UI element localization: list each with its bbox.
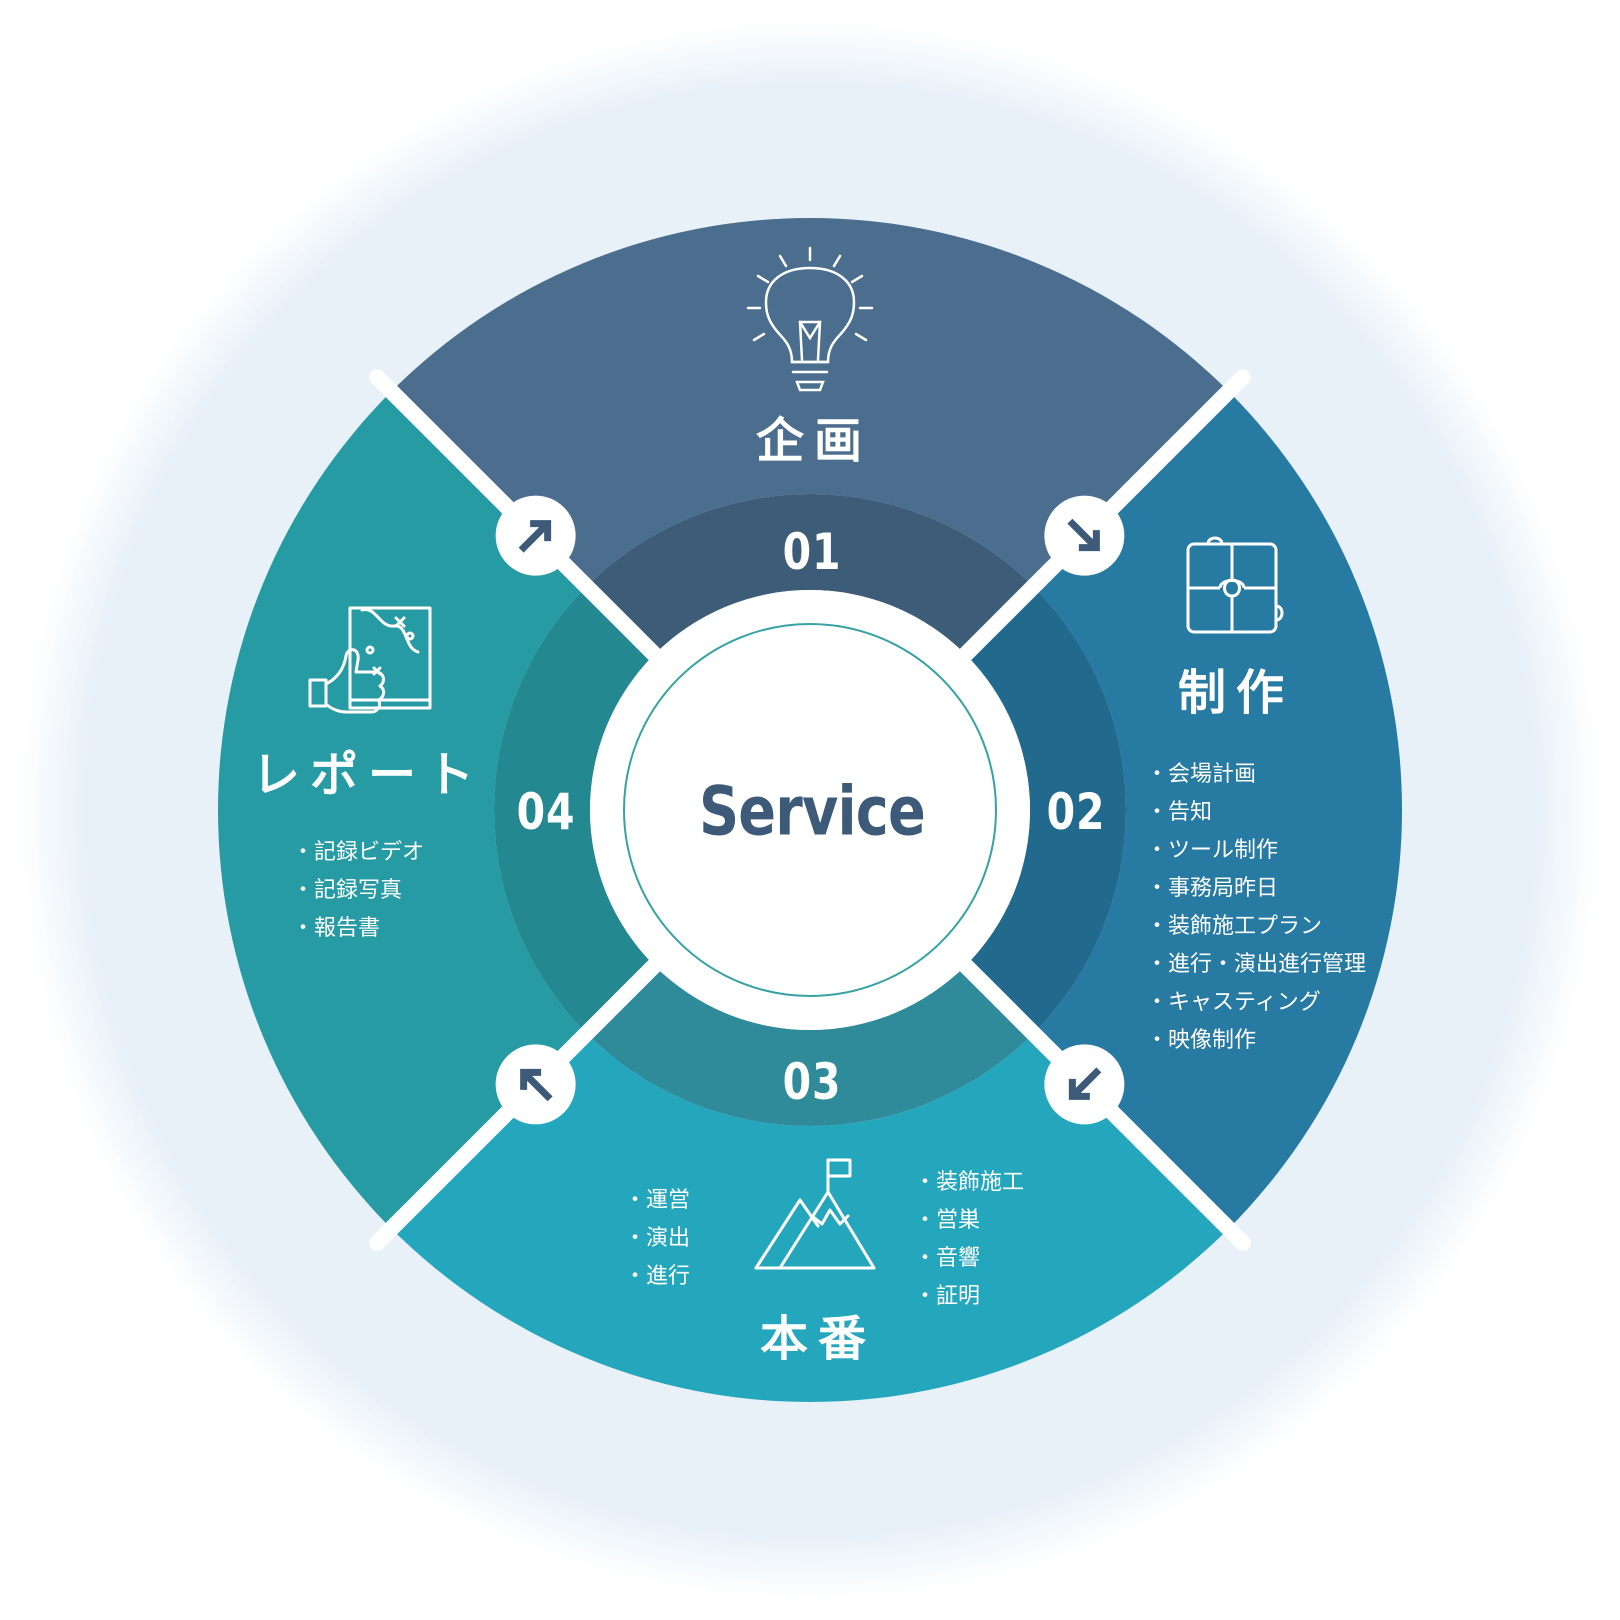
phase-04-title: レポート: [251, 747, 485, 803]
arrow-02-to-03-badge: [1044, 1044, 1125, 1125]
phase-02-inner-segment: [965, 586, 1127, 1034]
list-item: 進行・演出進行管理: [1146, 946, 1366, 984]
phase-04-items: 記録ビデオ 記録写真 報告書: [292, 834, 424, 948]
phase-02-number: 02: [1046, 783, 1106, 841]
phase-04-outer-segment: [218, 391, 587, 1229]
list-item: 運営: [624, 1182, 690, 1220]
list-item: 報告書: [292, 910, 424, 948]
arrow-icon-03-to-04: [520, 1068, 553, 1102]
phase-03-items-right: 装飾施工 営巣 音響 証明: [914, 1164, 1024, 1316]
arrow-icon-04-to-01: [518, 520, 552, 553]
list-item: キャスティング: [1146, 984, 1366, 1022]
phase-04-inner-segment: [493, 586, 655, 1034]
list-item: 映像制作: [1146, 1022, 1366, 1060]
puzzle-icon: [1186, 536, 1284, 634]
phase-03-inner-segment: [586, 965, 1034, 1127]
phase-02-title: 制作: [1177, 665, 1295, 721]
center-disc: [590, 590, 1030, 1030]
mountain-flag-icon: [754, 1158, 876, 1270]
phase-03-items-left: 運営 演出 進行: [624, 1182, 690, 1296]
phase-04-number: 04: [516, 783, 576, 841]
phase-01-number: 01: [782, 523, 842, 581]
phase-03-title: 本番: [759, 1311, 877, 1367]
list-item: 事務局昨日: [1146, 870, 1366, 908]
list-item: 証明: [914, 1278, 1024, 1316]
list-item: 会場計画: [1146, 756, 1366, 794]
phase-02-items: 会場計画 告知 ツール制作 事務局昨日 装飾施工プラン 進行・演出進行管理 キャ…: [1146, 756, 1366, 1060]
list-item: ツール制作: [1146, 832, 1366, 870]
list-item: 記録写真: [292, 872, 424, 910]
list-item: 告知: [1146, 794, 1366, 832]
arrow-icon-02-to-03: [1068, 1067, 1102, 1100]
phase-01-title: 企画: [755, 413, 873, 469]
list-item: 音響: [914, 1240, 1024, 1278]
list-item: 装飾施工プラン: [1146, 908, 1366, 946]
phase-01-outer-segment: [391, 218, 1229, 587]
lightbulb-icon: [746, 246, 874, 392]
arrow-04-to-01-badge: [495, 495, 576, 576]
list-item: 記録ビデオ: [292, 834, 424, 872]
phase-01-inner-segment: [586, 494, 1034, 655]
arrow-03-to-04-badge: [495, 1044, 576, 1125]
arrow-icon-01-to-02: [1067, 518, 1100, 552]
list-item: 進行: [624, 1258, 690, 1296]
phase-03-number: 03: [782, 1053, 842, 1111]
center-ring: [623, 623, 997, 997]
list-item: 演出: [624, 1220, 690, 1258]
center-label: Service: [698, 772, 926, 852]
thumbs-up-strategy-board-icon: [308, 606, 432, 714]
list-item: 営巣: [914, 1202, 1024, 1240]
arrow-01-to-02-badge: [1044, 495, 1125, 576]
list-item: 装飾施工: [914, 1164, 1024, 1202]
